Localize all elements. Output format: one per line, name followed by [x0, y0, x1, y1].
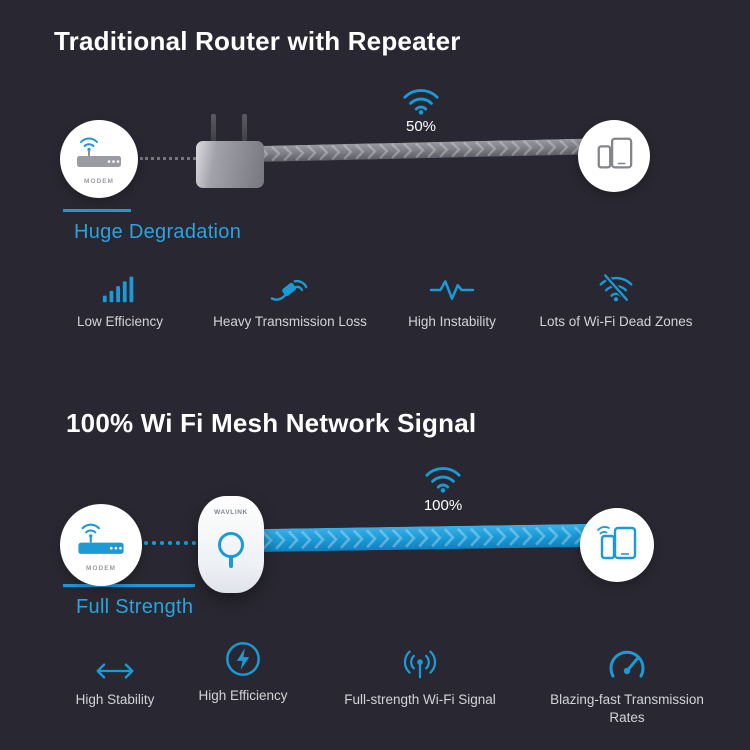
- wifi-icon: [424, 464, 462, 499]
- wps-ring-icon: [218, 532, 244, 558]
- arrows-stability-icon: [35, 640, 195, 682]
- top-title: Traditional Router with Repeater: [54, 26, 461, 56]
- feature-instability: High Instability: [372, 262, 532, 331]
- signal-percent: 100%: [423, 497, 463, 514]
- bottom-title: 100% Wi Fi Mesh Network Signal: [66, 408, 477, 438]
- antenna-icon: [211, 114, 216, 144]
- mesh-link-line: [144, 541, 196, 545]
- devices-top: [578, 120, 650, 192]
- brand-label: WAVLINK: [214, 509, 248, 516]
- repeater-device: [196, 114, 264, 188]
- wifi-icon: [402, 86, 440, 121]
- modem-icon: [75, 133, 123, 176]
- speedometer-icon: [527, 640, 727, 682]
- modem-top: MODEM: [60, 120, 138, 198]
- weak-link-line: [140, 157, 196, 160]
- feature-efficiency: High Efficiency: [163, 636, 323, 705]
- bolt-circle-icon: [163, 636, 323, 678]
- full-signal-band: [260, 523, 592, 552]
- antenna-broadcast-icon: [320, 640, 520, 682]
- modem-bottom: MODEM: [60, 504, 142, 586]
- feature-label: High Efficiency: [198, 688, 288, 703]
- feature-label: High Instability: [408, 314, 496, 329]
- plug-wifi-loss-icon: [200, 262, 380, 304]
- wps-stem-icon: [229, 556, 233, 568]
- feature-dead-zones: Lots of Wi-Fi Dead Zones: [526, 262, 706, 331]
- feature-blazing-fast: Blazing-fast Transmission Rates: [527, 640, 727, 727]
- pulse-icon: [372, 262, 532, 304]
- devices-bottom: [580, 508, 654, 582]
- feature-label: Lots of Wi-Fi Dead Zones: [539, 314, 693, 329]
- repeater-body: [196, 141, 264, 188]
- degraded-signal-band: [257, 138, 591, 162]
- signal-percent: 50%: [405, 118, 437, 135]
- feature-stability: High Stability: [35, 640, 195, 709]
- feature-label: Blazing-fast Transmission Rates: [550, 692, 704, 726]
- feature-label: Low Efficiency: [76, 314, 164, 329]
- modem-label: MODEM: [84, 178, 114, 185]
- phone-tablet-icon: [592, 134, 636, 179]
- wifi-dead-zone-icon: [526, 262, 706, 304]
- feature-label: Full-strength Wi-Fi Signal: [344, 692, 496, 707]
- top-caption: Huge Degradation: [74, 221, 242, 243]
- feature-transmission-loss: Heavy Transmission Loss: [200, 262, 380, 331]
- feature-full-strength: Full-strength Wi-Fi Signal: [320, 640, 520, 709]
- modem-icon: [76, 519, 126, 563]
- antenna-icon: [242, 114, 247, 144]
- caption-underline: [63, 584, 195, 587]
- modem-label: MODEM: [86, 564, 116, 572]
- caption-underline: [63, 209, 131, 212]
- phone-tablet-icon: [594, 522, 640, 569]
- bottom-caption: Full Strength: [76, 596, 194, 618]
- feature-label: High Stability: [75, 692, 155, 707]
- feature-label: Heavy Transmission Loss: [213, 314, 367, 329]
- mesh-extender-device: WAVLINK: [198, 496, 264, 593]
- feature-low-efficiency: Low Efficiency: [40, 262, 200, 331]
- signal-bars-icon: [40, 262, 200, 304]
